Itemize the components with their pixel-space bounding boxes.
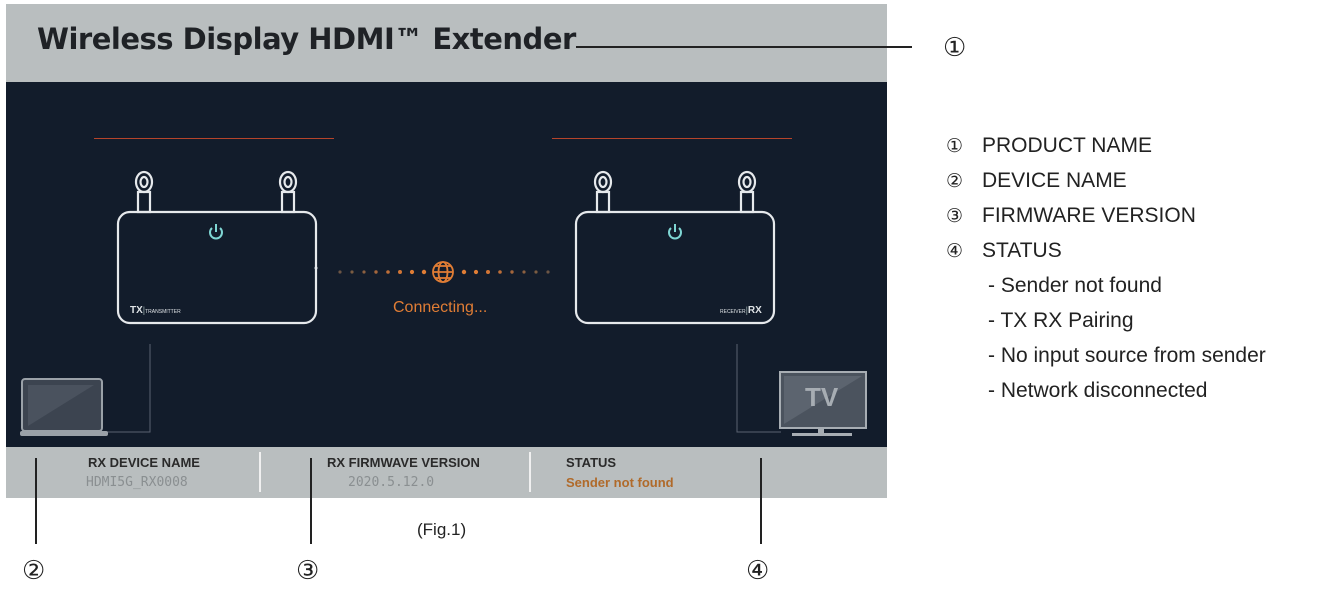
tx-device-icon	[116, 170, 318, 325]
status-value: Sender not found	[566, 475, 674, 490]
status-option: - Network disconnected	[988, 379, 1208, 402]
status-option: - TX RX Pairing	[988, 309, 1134, 332]
tx-accent-line	[94, 138, 334, 139]
product-name-title: Wireless Display HDMI™ Extender	[37, 22, 576, 56]
callout-line-3	[310, 458, 312, 544]
callout-number-2: ②	[22, 556, 46, 586]
header-bar	[6, 4, 887, 82]
callout-line-2	[35, 458, 37, 544]
device-name-value: HDMI5G_RX0008	[86, 475, 188, 490]
rx-accent-line	[552, 138, 792, 139]
device-name-label: RX DEVICE NAME	[88, 455, 200, 470]
callout-number-4: ④	[746, 556, 770, 586]
callout-line-1	[576, 46, 912, 48]
connection-dots	[338, 269, 550, 275]
footer-divider	[259, 452, 261, 492]
status-option: - Sender not found	[988, 274, 1162, 297]
callout-number-3: ③	[296, 556, 320, 586]
firmware-value: 2020.5.12.0	[348, 475, 435, 490]
footer-divider	[529, 452, 531, 492]
connection-status-text: Connecting...	[393, 299, 488, 316]
rx-device-icon	[574, 170, 776, 325]
status-label: STATUS	[566, 455, 617, 470]
figure-caption: (Fig.1)	[417, 520, 467, 539]
tx-label: TX|TRANSMITTER	[130, 305, 181, 316]
footer-bar	[6, 447, 887, 498]
callout-line-4	[760, 458, 762, 544]
tv-icon	[779, 371, 867, 436]
callout-number-1: ①	[943, 33, 967, 63]
laptop-icon	[20, 378, 108, 436]
device-screen	[6, 4, 887, 498]
status-option: - No input source from sender	[988, 344, 1266, 367]
firmware-label: RX FIRMWAVE VERSION	[327, 455, 480, 470]
rx-label: RECEIVER|RX	[720, 305, 762, 316]
network-globe-icon	[432, 261, 454, 283]
tv-label: TV	[805, 382, 839, 412]
device-illustration	[20, 170, 867, 436]
